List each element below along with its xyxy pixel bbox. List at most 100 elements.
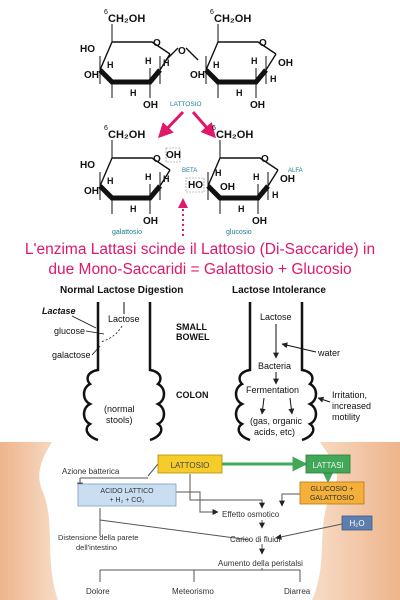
irritation-arrow (317, 396, 331, 403)
acido-box (77, 483, 177, 507)
h-g7: H (238, 204, 245, 214)
caption-line-1: L'enzima Lattasi scinde il Lattosio (Di-… (24, 241, 376, 258)
h-g2: H (145, 172, 152, 182)
galactose-ring (99, 157, 171, 187)
fermentation-label: Fermentation (246, 385, 299, 395)
c6-left: 6 (104, 9, 108, 16)
left-tube-outline (82, 302, 166, 442)
left-ring-bottom (98, 68, 162, 85)
lattosio-label: LATTOSIO (170, 101, 202, 108)
gas-label-1: (gas, organic (250, 416, 303, 426)
oh-gal-1: OH (84, 186, 99, 197)
oh-right-1: OH (190, 70, 205, 81)
fermentation-arrow-2 (288, 397, 295, 415)
c6-right: 6 (210, 9, 214, 16)
lattosio-box-label: LATTOSIO (171, 461, 210, 470)
h2o-arrow (275, 523, 343, 540)
h-7: H (236, 88, 243, 98)
lactose-molecule: 6 CH₂OH 6 CH₂OH O O O HO OH OH OH OH OH … (80, 9, 293, 111)
bridge-o: O (178, 46, 186, 57)
azione-label: Azione batterica (62, 467, 120, 476)
acido-box-line1: ACIDO LATTICO (100, 488, 154, 495)
ch2oh-gal: CH₂OH (108, 129, 145, 141)
glucose-label: glucose (54, 326, 85, 336)
small-label: SMALL (176, 322, 207, 332)
lattasi-box-label: LATTASI (312, 461, 343, 470)
effetto-label: Effetto osmotico (222, 510, 280, 519)
glucosio-box (299, 481, 365, 505)
oh-gal-top: OH (166, 150, 181, 161)
h-8: H (270, 74, 277, 84)
h-g8: H (272, 190, 279, 200)
galactose-ring-bottom (98, 184, 162, 201)
digestion-diagram: Normal Lactose Digestion Lactose Intoler… (42, 285, 371, 442)
enzyme-caption: L'enzima Lattasi scinde il Lattosio (Di-… (0, 240, 400, 280)
flow-chart: LATTOSIO LATTASI ACIDO LATTICO + H₂ + CO… (0, 442, 400, 600)
oh-left-2: OH (143, 100, 158, 111)
h-g1: H (107, 176, 114, 186)
normal-stools-2: stools) (106, 415, 133, 425)
split-arrow-left (157, 110, 185, 139)
right-ring-sides (205, 41, 277, 71)
glucosio-box-line1: GLUCOSIO + (311, 486, 354, 493)
fermentation-arrow-1 (259, 397, 266, 415)
ch2oh-glu: CH₂OH (216, 129, 253, 141)
acido-to-distensione (99, 508, 251, 541)
ch2oh-left: CH₂OH (108, 13, 145, 25)
intestine-wall-left (0, 442, 58, 600)
oh-left-1: OH (84, 70, 99, 81)
intolerance-title: Lactose Intolerance (232, 285, 326, 296)
acido-box-line2: + H₂ + CO₂ (110, 497, 145, 504)
ring-o-left: O (153, 38, 161, 49)
c6-gal: 6 (104, 125, 108, 132)
oh-right-3: OH (278, 58, 293, 69)
symptoms-branch (99, 568, 301, 582)
oh-glu-2: OH (252, 216, 267, 227)
distensione-line2: dell'intestino (76, 543, 117, 552)
distensione-line1: Distensione della parete (58, 533, 138, 542)
h-6: H (251, 56, 258, 66)
oh-gal-2: OH (143, 216, 158, 227)
mono-substituent-bonds (99, 140, 269, 214)
lattosio-to-azione (147, 463, 159, 477)
meteorismo-label: Meteorismo (172, 587, 214, 596)
substituent-bonds (99, 24, 267, 98)
ring-o-right: O (259, 38, 267, 49)
lactose-right: Lactose (260, 312, 292, 322)
glucose-ring (207, 157, 279, 187)
glucose-ho-box (185, 177, 205, 193)
h-1: H (107, 60, 114, 70)
left-ring-top (112, 41, 171, 55)
galactose-pointer (91, 345, 101, 356)
bacteria-label: Bacteria (258, 361, 291, 371)
gas-label-2: acids, etc) (254, 427, 295, 437)
glucose-pointer (85, 330, 105, 335)
h-3: H (130, 88, 137, 98)
glucosio-label: glucosio (226, 229, 252, 236)
right-tube-outline (234, 302, 318, 442)
oh-glu-1: OH (220, 182, 235, 193)
bowel-label: BOWEL (176, 332, 210, 342)
lattasi-box (305, 454, 351, 474)
absorption-curve (99, 325, 123, 343)
h-g4: H (163, 174, 170, 184)
right-ring-top (218, 41, 277, 55)
water-arrow (281, 342, 317, 353)
ho-left: HO (80, 44, 95, 55)
lactase-label: Lactase (42, 306, 76, 316)
h-g3: H (130, 204, 137, 214)
glucose-ring-bottom (206, 184, 270, 201)
split-arrow-right (191, 111, 216, 139)
h-4: H (163, 58, 170, 68)
water-label: water (317, 348, 340, 358)
beta-oh-box (165, 147, 181, 163)
glucosio-box-line2: GALATTOSIO (310, 495, 355, 502)
irritation-3: motility (332, 412, 361, 422)
irritation-2: increased (332, 401, 371, 411)
normal-title: Normal Lactose Digestion (60, 285, 183, 296)
lattosio-box (157, 454, 223, 474)
caption-line-2: due Mono-Saccaridi = Galattosio + Glucos… (48, 261, 352, 278)
monosaccharides: 6 CH₂OH 6 CH₂OH O O OH BETA HO OH OH HO … (80, 125, 303, 236)
h-5: H (213, 60, 220, 70)
